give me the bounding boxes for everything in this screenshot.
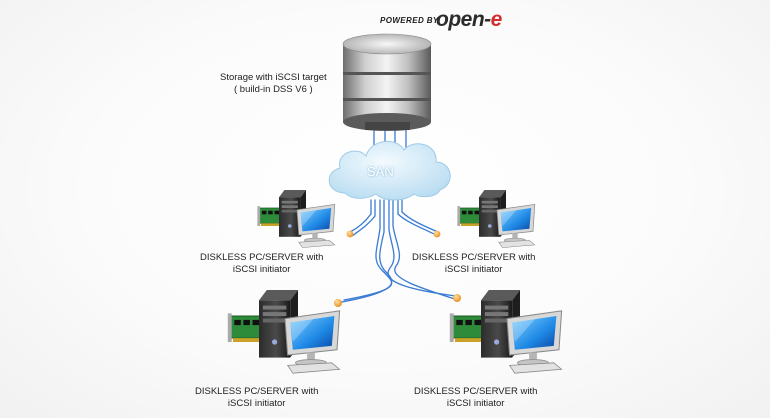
client-label: DISKLESS PC/SERVER with iSCSI initiator [195,386,319,409]
connector-dot [346,230,354,238]
connector-dot [334,299,342,307]
storage-server-icon [342,33,432,131]
client-label: DISKLESS PC/SERVER with iSCSI initiator [200,252,324,275]
powered-by-text: POWERED BY [380,16,439,25]
san-label: SAN [367,164,394,179]
brand-logo: POWERED BY open-e [380,8,520,38]
san-cables [335,127,459,304]
storage-label: Storage with iSCSI target ( build-in DSS… [220,72,327,95]
san-cloud-icon [328,141,451,201]
connector-dot [433,230,441,238]
connector-dots [334,230,461,307]
client-label: DISKLESS PC/SERVER with iSCSI initiator [414,386,538,409]
brand-wordmark: open-e [436,8,502,31]
client-computer-icon [256,189,336,249]
client-computer-icon [449,289,563,374]
client-label: DISKLESS PC/SERVER with iSCSI initiator [412,252,536,275]
client-computer-icon [456,189,536,249]
client-computer-icon [227,289,341,374]
connector-dot [453,294,461,302]
